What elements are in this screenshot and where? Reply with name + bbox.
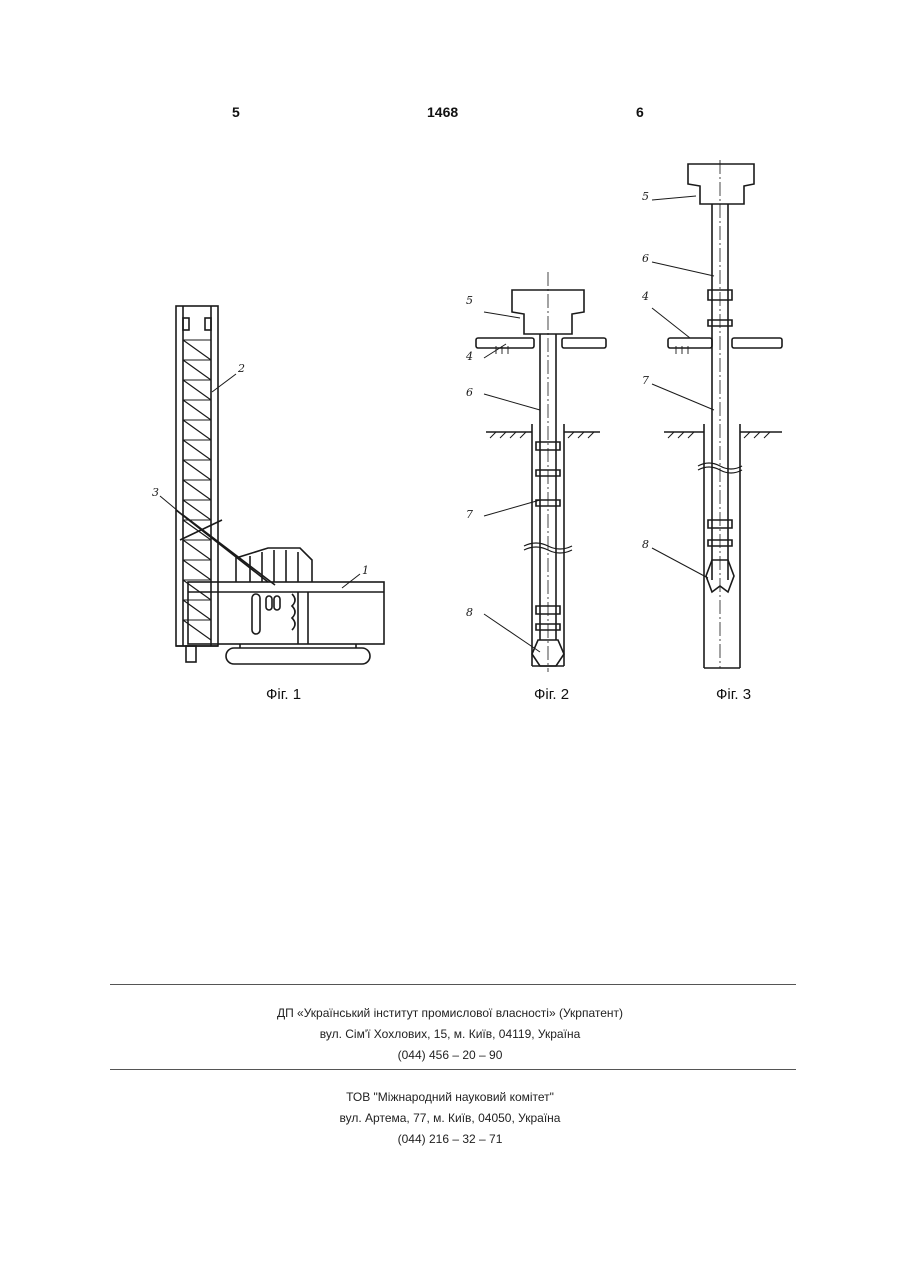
fig2-label-6: 6 [466,386,473,399]
publisher-name: ДП «Український інститут промислової вла… [0,1006,900,1020]
footer-divider-top [110,984,796,985]
fig3-borehole [652,160,782,668]
fig2-label-4: 4 [465,350,473,363]
fig3-label-8: 8 [642,538,649,551]
fig1-caption: Фіг. 1 [266,686,301,703]
fig3-label-6: 6 [642,252,649,265]
fig2-label-7: 7 [466,508,473,521]
fig3-caption: Фіг. 3 [716,686,751,703]
fig1-drilling-rig [160,306,384,664]
printer-name: ТОВ "Міжнародний науковий комітет" [0,1090,900,1104]
fig2-label-5: 5 [466,294,473,307]
footer-divider-middle [110,1069,796,1070]
fig3-label-4: 4 [641,290,649,303]
fig3-label-7: 7 [642,374,649,387]
fig2-label-8: 8 [466,606,473,619]
fig2-borehole [476,272,606,672]
fig3-label-5: 5 [642,190,649,203]
patent-drawings: 2 3 1 5 [0,0,900,760]
printer-address: вул. Артема, 77, м. Київ, 04050, Україна [0,1111,900,1125]
publisher-phone: (044) 456 – 20 – 90 [0,1048,900,1062]
fig1-label-3: 3 [152,486,159,499]
printer-phone: (044) 216 – 32 – 71 [0,1132,900,1146]
publisher-address: вул. Сім'ї Хохлових, 15, м. Київ, 04119,… [0,1027,900,1041]
fig2-caption: Фіг. 2 [534,686,569,703]
fig1-label-1: 1 [362,564,369,577]
fig1-label-2: 2 [237,362,245,375]
